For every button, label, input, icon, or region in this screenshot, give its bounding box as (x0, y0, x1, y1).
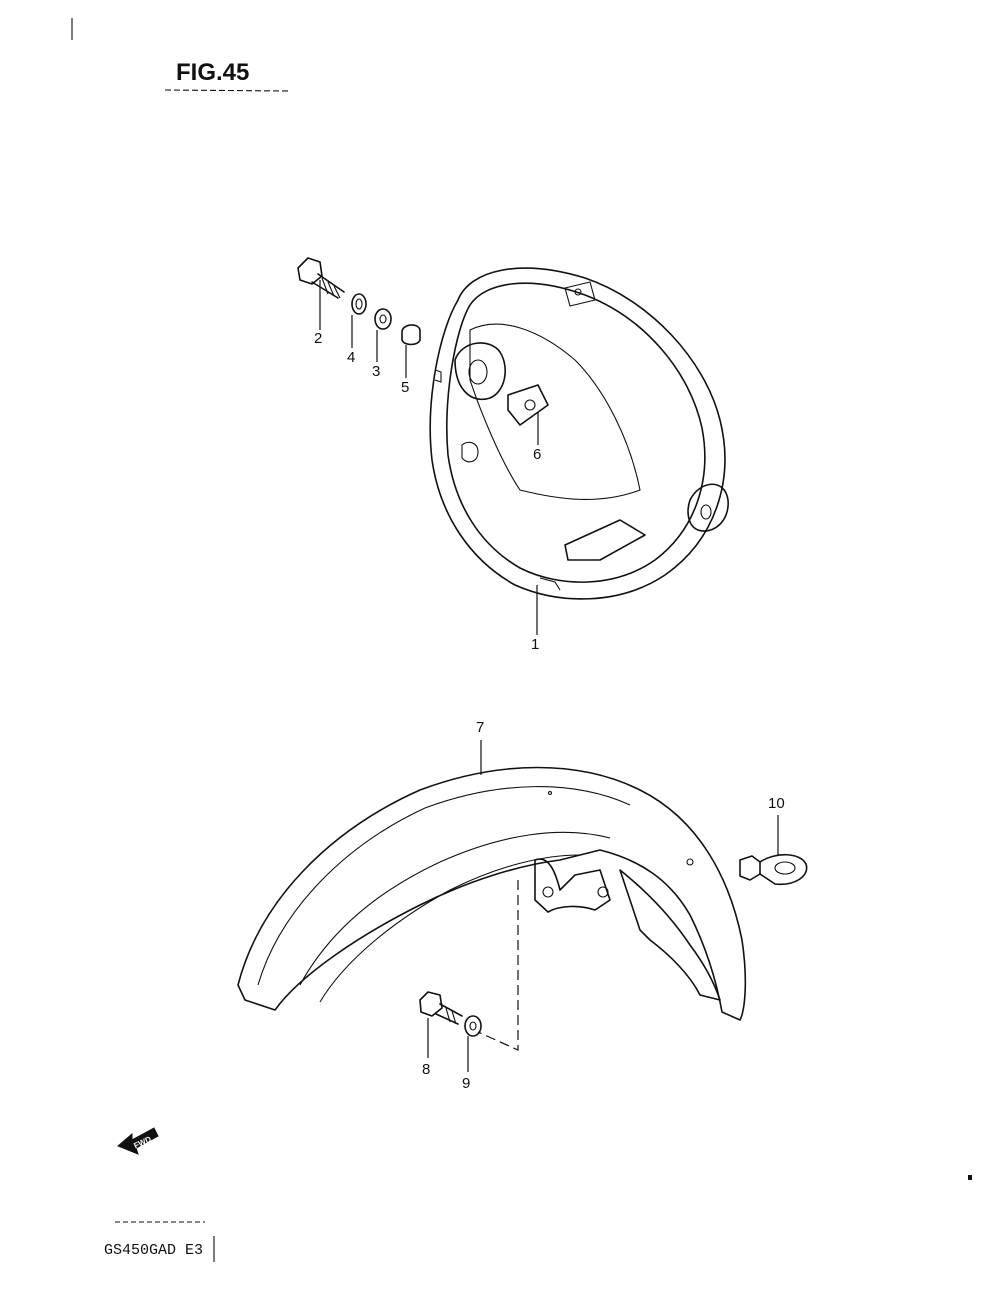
lock-washer-part-4 (351, 293, 367, 315)
callout-3: 3 (372, 363, 380, 380)
assembly-guide-line (477, 880, 519, 1051)
callout-6: 6 (533, 446, 541, 463)
callout-5: 5 (401, 379, 409, 396)
title-underline (164, 89, 291, 92)
callout-9: 9 (462, 1075, 470, 1092)
forward-arrow-icon: FWD (117, 1127, 159, 1155)
scan-dot (968, 1175, 972, 1180)
callout-2: 2 (314, 330, 322, 347)
callout-1: 1 (531, 636, 539, 653)
washer-part-9 (464, 1015, 482, 1037)
fastener-part-10 (739, 853, 808, 886)
callout-8: 8 (422, 1061, 430, 1078)
callout-10: 10 (768, 795, 785, 812)
fwd-label: FWD (132, 1134, 153, 1150)
model-code: GS450GAD E3 (104, 1242, 203, 1259)
headlight-housing (429, 267, 729, 600)
figure-title: FIG.45 (176, 59, 249, 86)
callout-7: 7 (476, 719, 484, 736)
front-fender (237, 766, 747, 1021)
callout-4: 4 (347, 349, 355, 366)
bolt-part-2 (297, 257, 345, 299)
spacer-part-5 (401, 324, 421, 346)
washer-part-3 (374, 308, 392, 330)
bolt-part-8 (419, 991, 463, 1025)
